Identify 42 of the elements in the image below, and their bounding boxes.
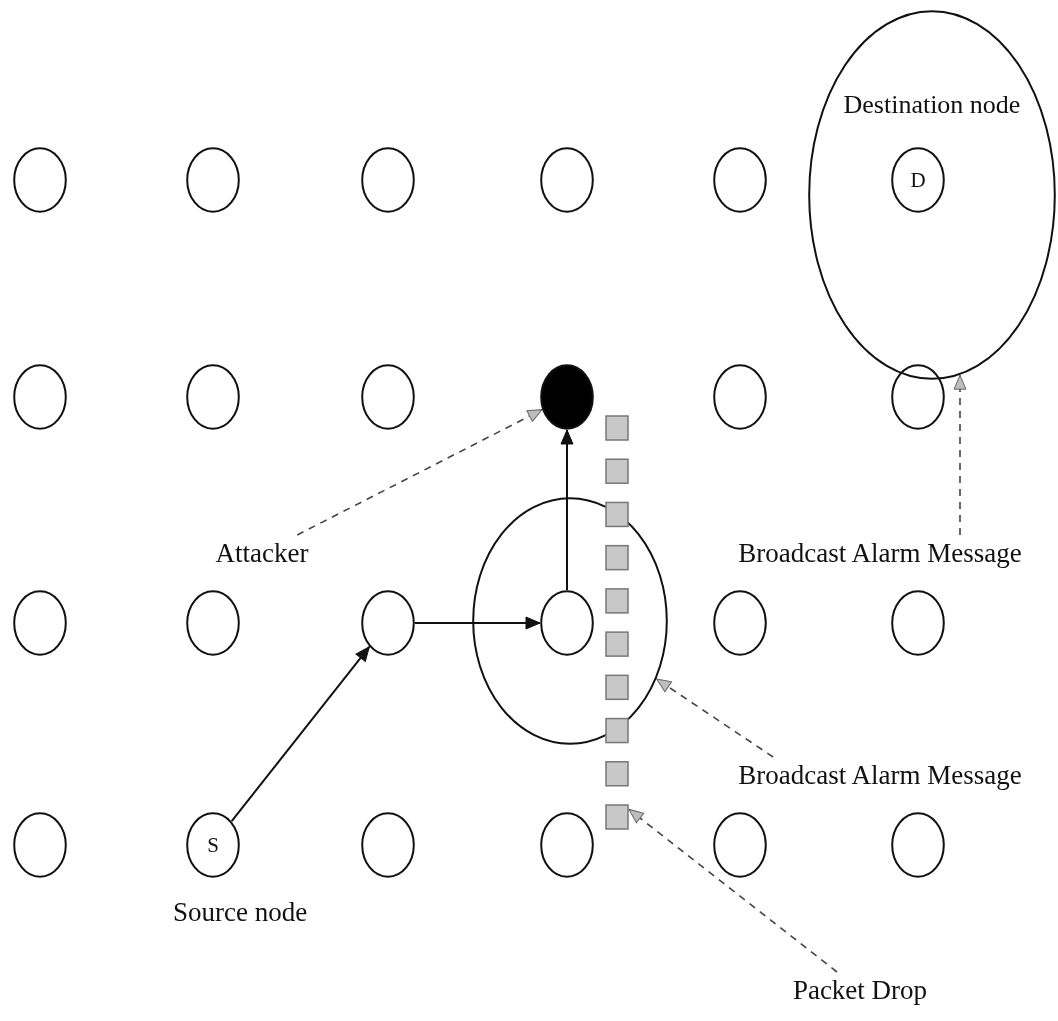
network-node xyxy=(186,812,240,878)
node-caption: Source node xyxy=(173,896,308,929)
network-node xyxy=(891,812,945,878)
arrow xyxy=(230,645,371,823)
callout-text: Packet Drop xyxy=(775,972,945,1008)
leader-line xyxy=(953,374,967,536)
callout-text: Broadcast Alarm Message xyxy=(705,535,1055,571)
leader-line xyxy=(296,408,543,536)
range-ellipse xyxy=(472,497,668,745)
network-node xyxy=(713,590,767,656)
network-node xyxy=(891,590,945,656)
network-node xyxy=(13,590,67,656)
network-node xyxy=(13,812,67,878)
network-node xyxy=(540,590,594,656)
network-node xyxy=(13,147,67,213)
leader-line xyxy=(655,678,774,758)
arrow xyxy=(414,616,541,630)
network-node xyxy=(361,812,415,878)
network-node xyxy=(891,147,945,213)
network-node xyxy=(361,364,415,430)
node-letter: S xyxy=(207,833,219,857)
network-node xyxy=(540,147,594,213)
attacker-node xyxy=(540,364,594,430)
network-node xyxy=(13,364,67,430)
node-heading: Destination node xyxy=(843,89,1021,121)
callout-text: Attacker xyxy=(197,535,327,571)
leader-line xyxy=(628,808,838,973)
network-node xyxy=(361,147,415,213)
network-node xyxy=(186,147,240,213)
arrow xyxy=(560,429,574,591)
network-node xyxy=(540,812,594,878)
node-letter: D xyxy=(910,168,926,192)
network-node xyxy=(713,147,767,213)
range-ellipse xyxy=(808,10,1056,380)
network-node xyxy=(713,812,767,878)
packet-drop-column xyxy=(605,414,629,830)
callout-text: Broadcast Alarm Message xyxy=(705,757,1055,793)
network-node xyxy=(891,364,945,430)
network-node xyxy=(713,364,767,430)
network-node xyxy=(186,364,240,430)
network-node xyxy=(361,590,415,656)
network-node xyxy=(186,590,240,656)
